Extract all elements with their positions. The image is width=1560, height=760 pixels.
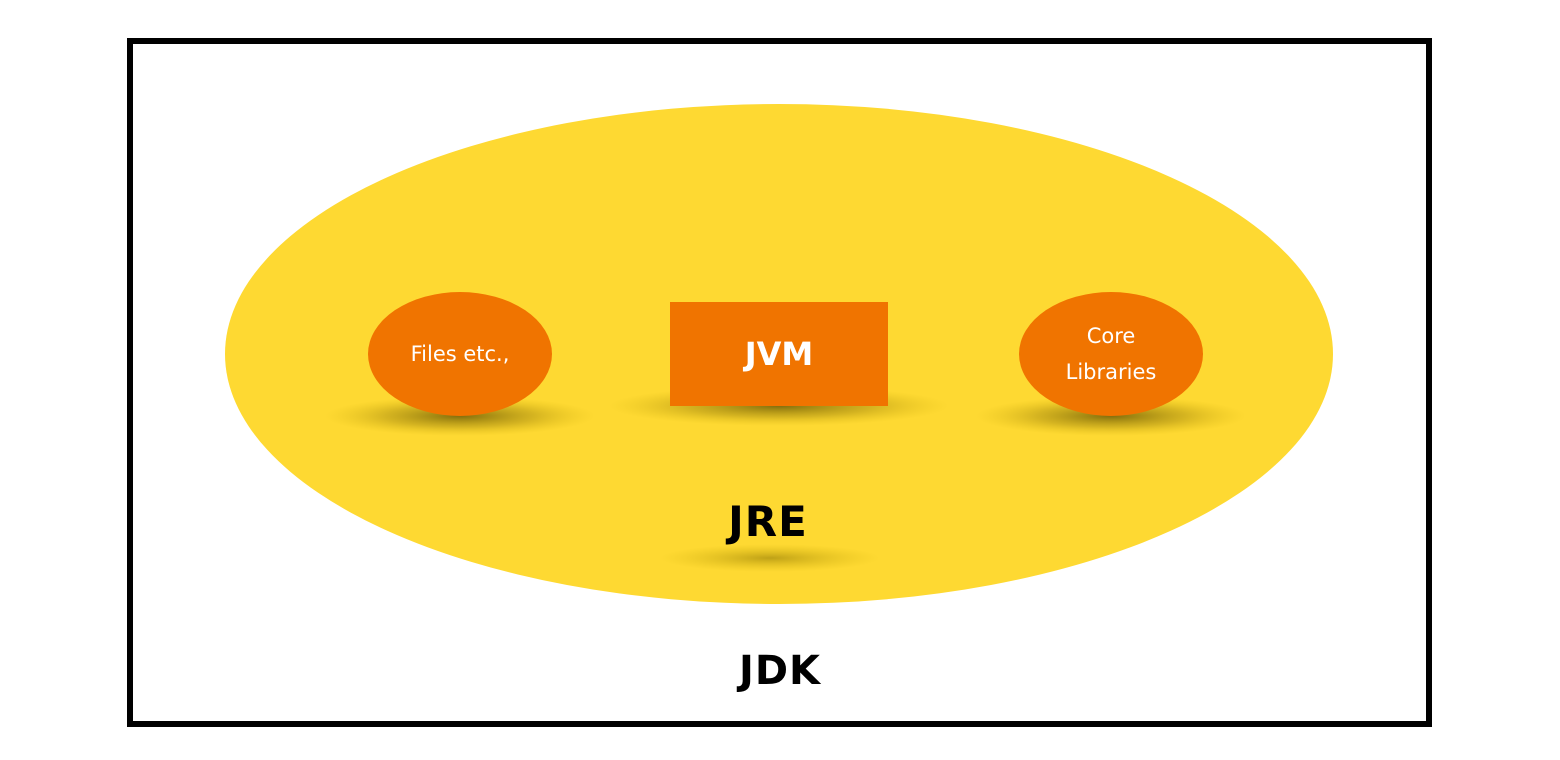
files-ellipse: [368, 292, 552, 416]
jvm-rectangle: [670, 302, 888, 406]
files-label: Files etc.,: [368, 292, 552, 416]
core-libraries-label-line-1: Core: [1086, 324, 1136, 348]
files-label-text: Files etc.,: [410, 342, 510, 366]
jvm-label: JVM: [744, 335, 814, 373]
core-libraries-ellipse: [1019, 292, 1203, 416]
core-libraries-label: Core Libraries: [1019, 292, 1203, 416]
jre-label: JRE: [728, 497, 808, 546]
jre-label-shadow: [660, 544, 880, 572]
jdk-label: JDK: [738, 648, 822, 694]
core-libraries-label-line-2: Libraries: [1065, 360, 1157, 384]
